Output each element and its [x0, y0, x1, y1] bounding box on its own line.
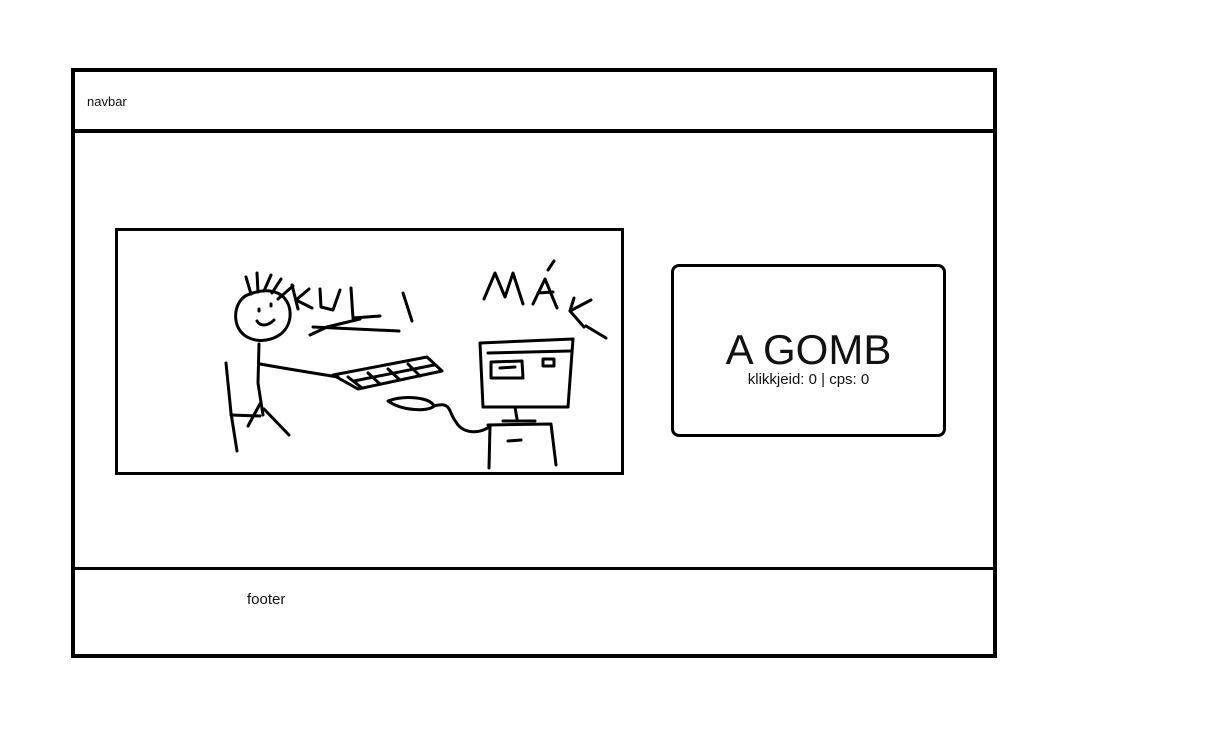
click-button[interactable]: A GOMB klikkjeid: 0 | cps: 0	[671, 264, 946, 437]
main-content: A GOMB klikkjeid: 0 | cps: 0	[75, 133, 993, 567]
illustration-frame	[115, 228, 624, 475]
button-title: A GOMB	[725, 326, 892, 373]
navbar: navbar	[75, 72, 993, 133]
page-frame: navbar	[71, 68, 997, 658]
person-at-computer-sketch-icon	[224, 259, 608, 470]
navbar-label: navbar	[87, 94, 127, 109]
click-stats: klikkjeid: 0 | cps: 0	[747, 371, 870, 388]
footer: footer	[75, 567, 993, 657]
footer-label: footer	[247, 591, 286, 608]
